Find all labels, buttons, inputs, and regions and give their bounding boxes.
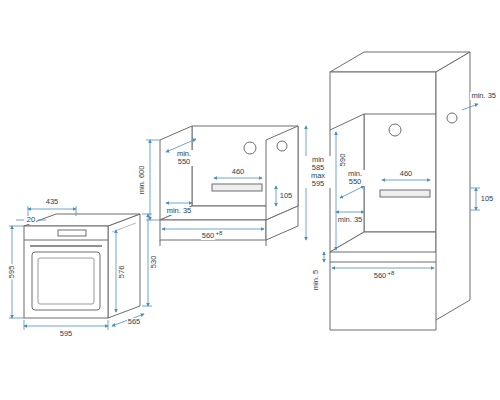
tall-cabinet-dimension-stroke [324,252,325,262]
oven-stroke [30,245,102,247]
dimension-label: +8 [215,230,224,236]
oven-stroke [24,214,140,226]
base-cabinet-stroke [160,240,161,246]
dimension-label: 560 [373,272,388,280]
dimension-label: +8 [387,270,396,276]
tall-cabinet-stroke [330,330,436,331]
tall-cabinet-dimension-stroke [476,188,477,210]
oven-dimension-stroke [142,214,152,215]
dimension-label: 460 [231,168,246,176]
oven-dimension [9,206,152,330]
dimension-label: min. 35 [166,207,193,215]
oven-dimension-stroke [116,230,117,312]
base-cabinet-dimension-stroke [146,140,160,141]
dimension-label: 560 [201,232,216,240]
tall-cabinet-stroke [389,124,401,136]
dimension-label: 20 [26,216,36,224]
dimension-label: min. 550 [342,170,368,186]
tall-cabinet-dimension [324,104,480,268]
dimension-label: 595 [8,265,16,280]
dimension-label: 105 [480,195,495,203]
oven-dimension-stroke [76,206,77,216]
dimension-label: min. 35 [337,216,364,224]
tall-cabinet-stroke [330,262,436,263]
oven-dimension-stroke [28,209,76,210]
dimension-label: 460 [399,170,414,178]
oven-dimension-stroke [9,318,24,319]
oven-dimension-stroke [24,326,108,327]
oven-stroke [58,230,86,236]
base-cabinet-dimension [146,126,306,240]
oven-stroke [108,214,140,318]
dimension-label: min 585 max 595 [304,156,332,188]
tall-cabinet-dimension-stroke [340,186,364,198]
oven-dimension-stroke [112,314,144,326]
dimension-label: 435 [45,198,60,206]
dimension-label: 576 [118,265,126,280]
tall-cabinet-dimension-stroke [470,188,480,189]
oven-stroke [24,240,108,241]
base-cabinet-stroke [266,126,298,220]
tall-cabinet [330,52,470,330]
oven-dimension-stroke [24,320,25,330]
tall-cabinet-stroke [447,113,457,123]
tall-cabinet-dimension-stroke [470,210,480,211]
oven-dimension-stroke [9,226,24,227]
oven-stroke [24,226,108,318]
oven-stroke [38,258,94,304]
base-cabinet-dimension-stroke [214,178,262,179]
base-cabinet-dimension-stroke [276,186,277,206]
oven-dimension-stroke [16,220,24,221]
tall-cabinet-dimension-stroke [336,212,364,213]
base-cabinet-stroke [266,240,267,246]
oven-dimension-stroke [108,320,109,330]
oven-dimension-stroke [142,306,152,307]
base-cabinet-stroke [212,184,262,191]
dimension-label: 105 [279,192,294,200]
oven-dimension-stroke [38,220,46,221]
base-cabinet [160,126,298,246]
oven [24,214,140,318]
dimension-label: min. 600 [138,159,146,201]
tall-cabinet-stroke [436,320,437,330]
dimension-label: 595 [59,330,74,338]
base-cabinet-stroke [160,126,192,220]
tall-cabinet-dimension-stroke [336,132,337,250]
dimension-label: min. 5 [312,269,320,291]
oven-dimension-stroke [148,214,149,306]
dimension-label: min. 35 [470,92,497,100]
base-cabinet-dimension-stroke [146,220,160,221]
tall-cabinet-stroke [380,190,430,197]
dimension-label: 565 [127,318,142,326]
tall-cabinet-stroke [330,232,436,252]
tall-cabinet-dimension-stroke [332,268,434,269]
base-cabinet-dimension-stroke [162,229,264,230]
tall-cabinet-stroke [330,252,331,330]
dimension-label: 530 [150,255,158,270]
base-cabinet-stroke [244,142,256,154]
base-cabinet-stroke [160,220,266,240]
base-cabinet-dimension-stroke [150,140,151,220]
oven-stroke [32,252,100,310]
tall-cabinet-dimension-stroke [382,180,430,181]
tall-cabinet-dimension-stroke [462,104,478,110]
base-cabinet-stroke [266,206,298,240]
base-cabinet-dimension-stroke [166,203,192,204]
dimension-label: 590 [339,153,347,168]
dimension-label: min. 550 [171,150,197,166]
tall-cabinet-stroke [436,52,470,320]
base-cabinet-stroke [277,141,287,151]
tall-cabinet-stroke [364,114,436,232]
